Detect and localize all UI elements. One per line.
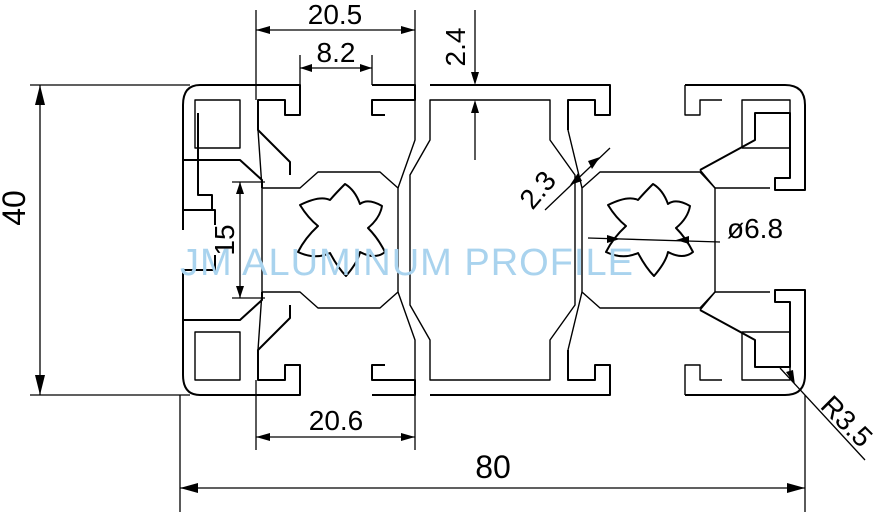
dim-slot-opening: 8.2 <box>317 37 356 68</box>
dim-overall-height: 40 <box>0 190 32 226</box>
corner-pocket-tl <box>194 99 241 149</box>
right-core-hole <box>605 183 694 277</box>
dim-slot-outer-width: 20.5 <box>308 0 363 30</box>
left-core-hole <box>297 183 386 277</box>
right-webs <box>567 129 770 351</box>
left-top-web <box>257 100 416 189</box>
corner-pocket-bl <box>194 331 241 381</box>
dim-inner-height: 15 <box>209 224 240 255</box>
dimension-lines <box>30 10 866 512</box>
center-chamber <box>409 99 576 381</box>
profile-outline <box>182 84 806 396</box>
outer-contour <box>182 84 806 396</box>
dim-corner-radius: R3.5 <box>815 389 879 453</box>
right-bottom-slot <box>684 364 722 395</box>
corner-pocket-br <box>741 331 791 381</box>
right-top-slot <box>684 85 722 116</box>
left-bottom-web <box>257 291 416 380</box>
dim-core-hole-diameter: ø6.8 <box>727 213 783 244</box>
dim-top-wall: 2.4 <box>440 28 471 67</box>
dim-bottom-slot-width: 20.6 <box>309 405 364 436</box>
dim-web-thickness: 2.3 <box>513 165 562 215</box>
corner-pocket-tr <box>741 99 791 149</box>
dim-overall-width: 80 <box>475 449 511 485</box>
left-slot <box>183 159 263 321</box>
watermark-text: JM ALUMINUM PROFILE <box>180 242 634 284</box>
